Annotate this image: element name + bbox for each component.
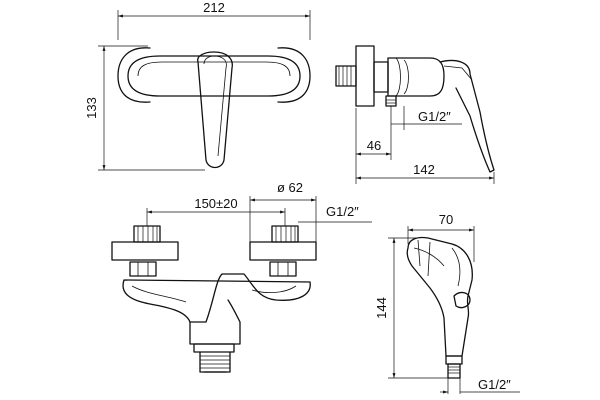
side-view: G1/2″ 46 142 bbox=[335, 45, 495, 184]
bottom-right-flange bbox=[249, 241, 317, 261]
dim-142-label: 142 bbox=[413, 162, 435, 177]
dim-150-label: 150±20 bbox=[194, 196, 237, 211]
dim-133-label: 133 bbox=[84, 97, 99, 119]
front-view: 212 133 bbox=[84, 0, 311, 171]
hand-shower-view: 70 144 G1/2″ bbox=[374, 212, 520, 394]
front-body bbox=[127, 55, 301, 97]
dim-46-label: 46 bbox=[367, 138, 381, 153]
bottom-thread-label: G1/2″ bbox=[326, 204, 359, 219]
dim-144-label: 144 bbox=[374, 297, 389, 319]
hand-thread-label: G1/2″ bbox=[478, 377, 511, 392]
bottom-left-nut bbox=[129, 261, 157, 277]
side-nut bbox=[373, 61, 389, 93]
bottom-body bbox=[122, 273, 311, 323]
bottom-left-flange bbox=[111, 241, 179, 261]
bottom-right-nut bbox=[269, 261, 297, 277]
dim-70-label: 70 bbox=[439, 212, 453, 227]
bottom-stem bbox=[189, 299, 241, 345]
bottom-fitting bbox=[193, 343, 235, 353]
hand-shower-trigger bbox=[453, 291, 471, 309]
dim-62-label: ø 62 bbox=[277, 180, 303, 195]
front-lever bbox=[197, 51, 233, 169]
side-lever bbox=[439, 59, 495, 173]
hand-shower-body bbox=[406, 236, 473, 357]
side-thread-label: G1/2″ bbox=[418, 109, 451, 124]
side-body bbox=[387, 57, 445, 97]
hand-shower-connector bbox=[445, 355, 463, 365]
bottom-view: 150±20 ø 62 G1/2″ bbox=[111, 180, 372, 373]
dim-212-label: 212 bbox=[203, 0, 225, 15]
front-right-flange bbox=[277, 47, 311, 103]
side-outlet bbox=[385, 95, 397, 107]
side-flange bbox=[355, 45, 375, 107]
front-left-flange bbox=[117, 47, 151, 103]
